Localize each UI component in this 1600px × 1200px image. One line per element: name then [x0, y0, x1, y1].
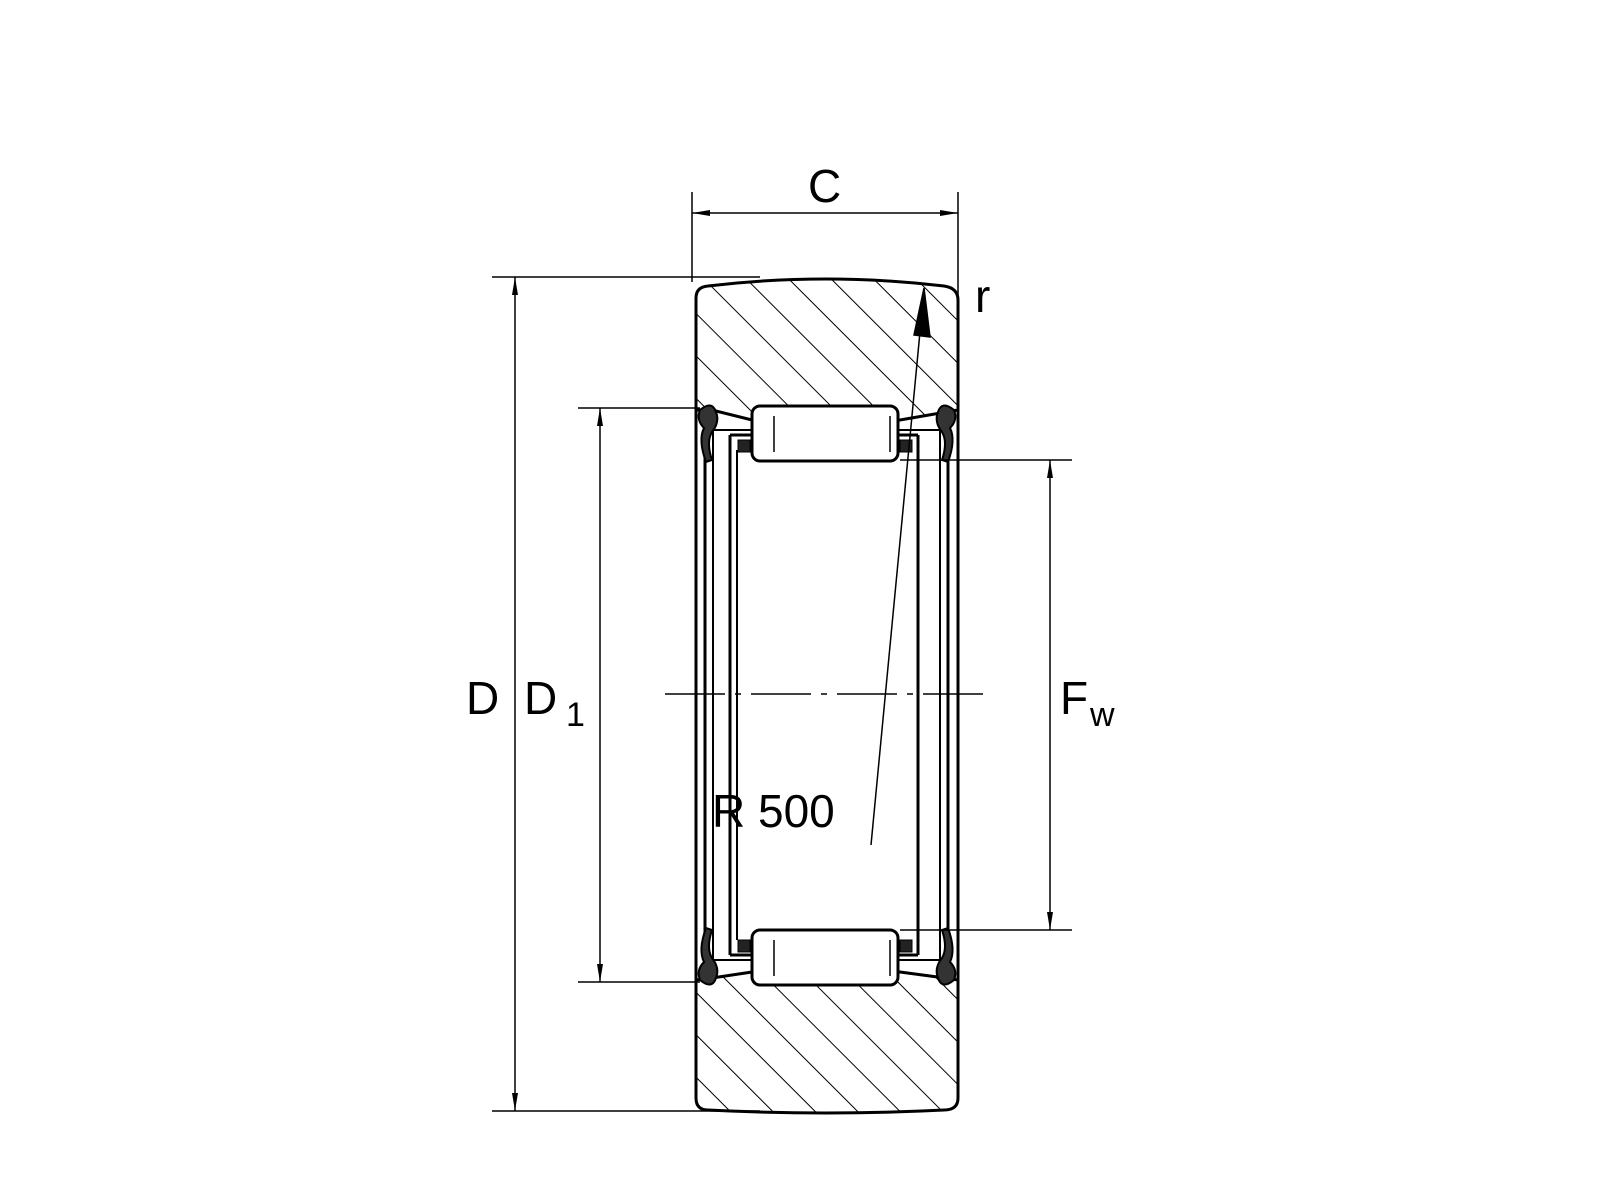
label-r500: R 500 [712, 785, 835, 837]
inner-components [703, 429, 950, 961]
needle-roller-top [750, 404, 900, 463]
dimensions [492, 192, 1072, 1112]
outer-ring-section [694, 277, 960, 1115]
label-r: r [975, 270, 990, 322]
seal-bottom-left [697, 926, 719, 986]
label-fw-sub: w [1089, 696, 1115, 734]
needle-roller-bottom [750, 928, 900, 987]
seal-top-right [935, 404, 957, 464]
label-c: C [808, 160, 841, 212]
seals [697, 404, 957, 986]
label-fw: F [1060, 672, 1088, 724]
seal-top-left [697, 404, 719, 464]
outer-ring-bottom [694, 970, 960, 1115]
label-d1: D [524, 672, 557, 724]
label-d: D [466, 672, 499, 724]
seal-bottom-right [935, 926, 957, 986]
label-d1-sub: 1 [566, 696, 585, 734]
